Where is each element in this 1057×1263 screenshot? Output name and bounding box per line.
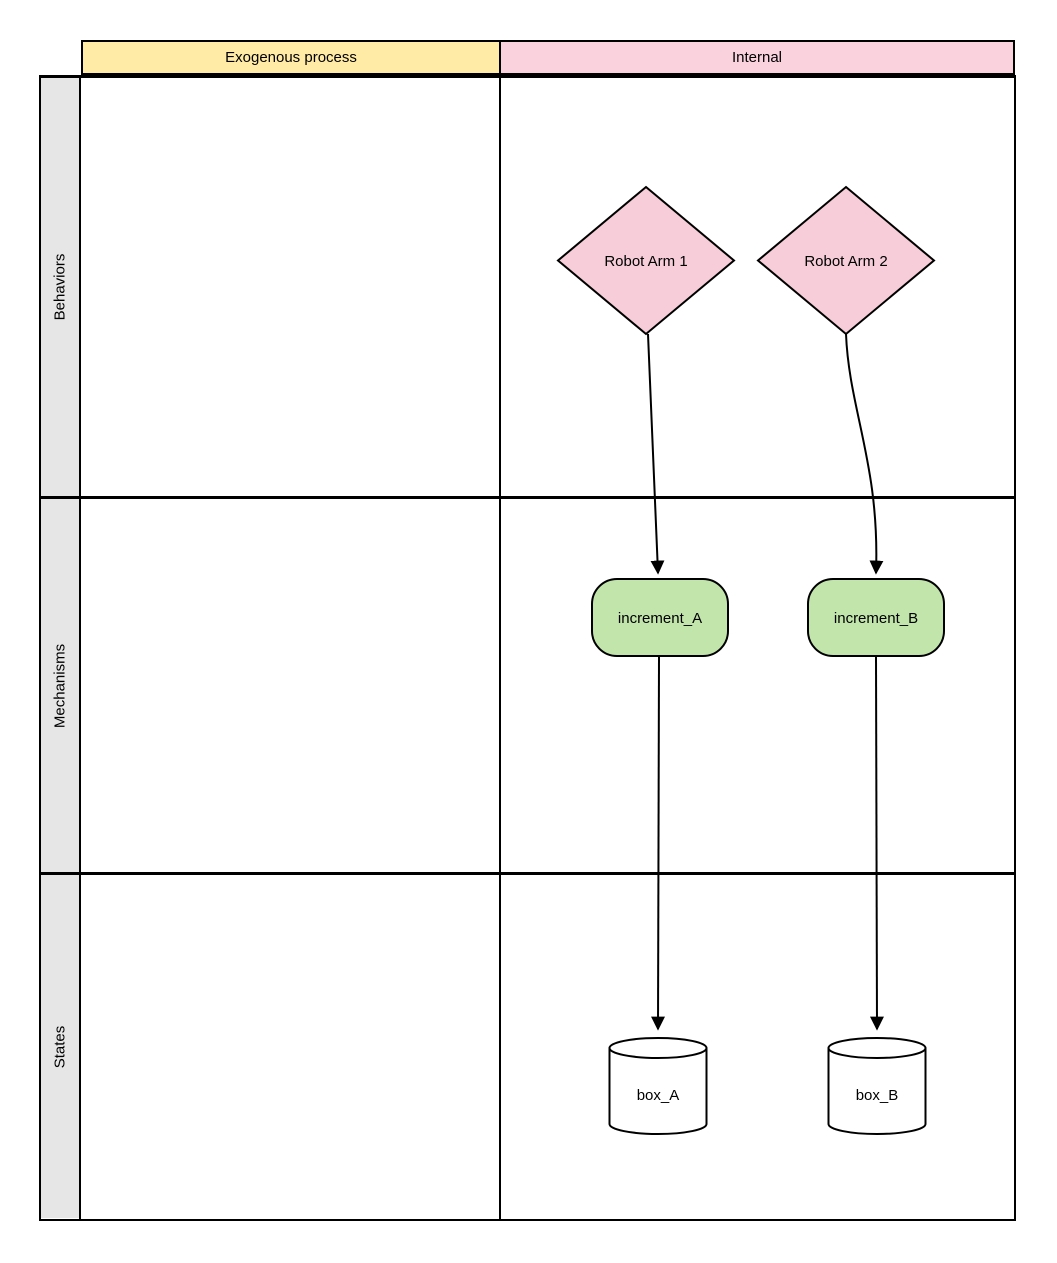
row-divider-behaviors-mechanisms xyxy=(39,496,1016,499)
column-header-internal[interactable]: Internal xyxy=(499,40,1015,75)
node-increment-b-label: increment_B xyxy=(834,610,918,627)
node-box-a-cylinder-rim xyxy=(608,1047,708,1060)
node-robot-arm-1-label: Robot Arm 1 xyxy=(604,253,687,270)
edge-increment-b-to-box-b[interactable] xyxy=(869,656,884,1031)
edge-increment-a-to-box-a[interactable] xyxy=(651,656,666,1031)
node-increment-b[interactable] xyxy=(807,578,945,657)
node-box-a[interactable] xyxy=(608,1036,708,1136)
column-header-internal-label: Internal xyxy=(731,49,783,66)
node-box-a-label: box_A xyxy=(637,1087,680,1104)
column-header-exogenous-process-label: Exogenous process xyxy=(225,49,357,66)
lane-label-column xyxy=(41,78,79,1218)
edge-robot-arm-2-to-increment-b[interactable] xyxy=(845,333,884,575)
node-robot-arm-1[interactable] xyxy=(556,185,736,336)
node-box-b-cylinder-rim xyxy=(827,1047,927,1060)
node-increment-a[interactable] xyxy=(591,578,729,657)
node-robot-arm-2-label: Robot Arm 2 xyxy=(804,253,887,270)
edge-robot-arm-1-to-increment-a[interactable] xyxy=(647,333,665,575)
column-divider xyxy=(499,75,501,1221)
lane-label-divider xyxy=(79,75,81,1221)
node-box-b-label: box_B xyxy=(856,1087,899,1104)
column-header-exogenous-process[interactable]: Exogenous process xyxy=(81,40,501,75)
row-divider-mechanisms-states xyxy=(39,872,1016,875)
node-robot-arm-2[interactable] xyxy=(756,185,936,336)
node-box-b[interactable] xyxy=(827,1036,927,1136)
diagram-table-frame xyxy=(39,75,1016,1221)
node-increment-a-label: increment_A xyxy=(618,610,702,627)
